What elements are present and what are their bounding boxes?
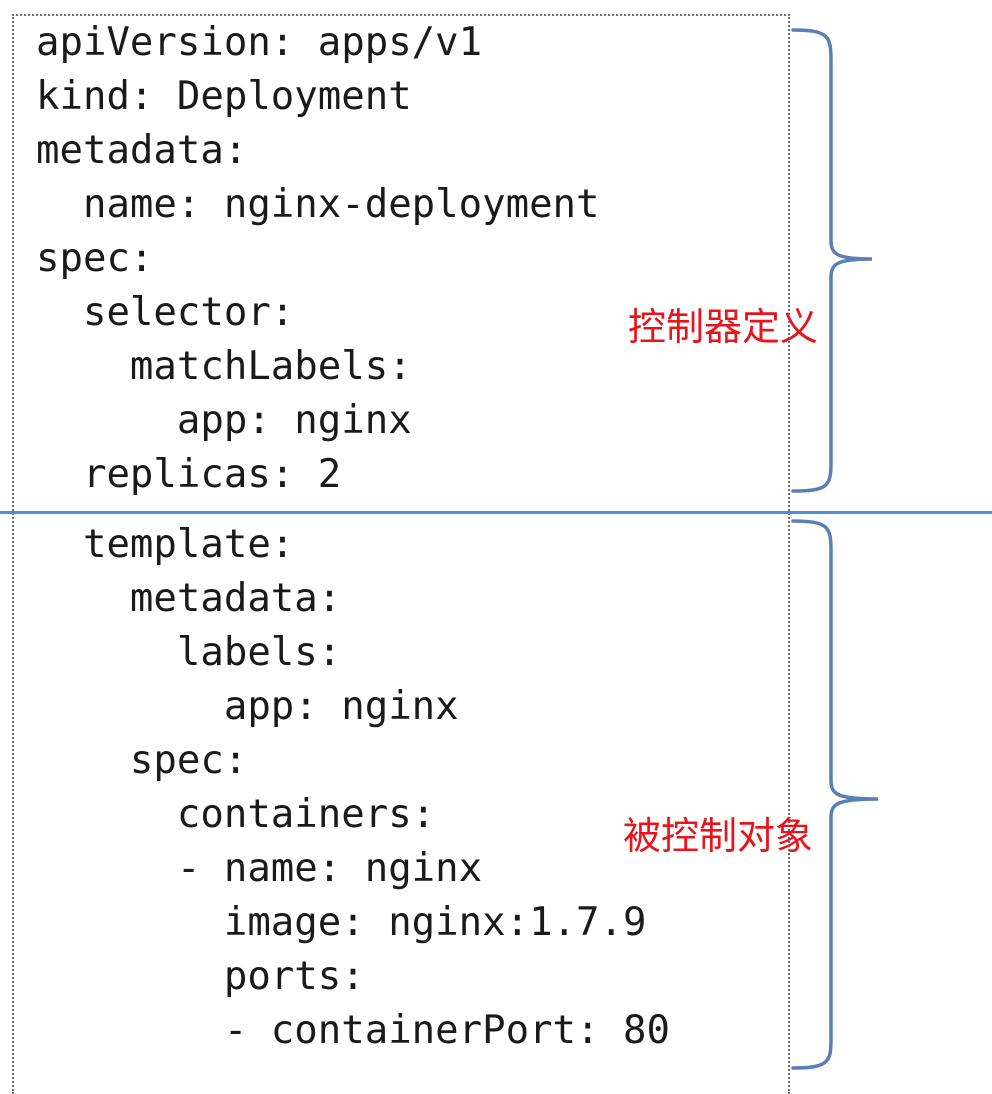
bottom-brace — [791, 519, 879, 1070]
code-line: selector: — [36, 290, 295, 335]
code-line: name: nginx-deployment — [36, 182, 600, 227]
code-line: kind: Deployment — [36, 74, 412, 119]
yaml-code-box: apiVersion: apps/v1 kind: Deployment met… — [12, 14, 790, 1094]
code-line: matchLabels: — [36, 344, 412, 389]
code-line: app: nginx — [36, 398, 412, 443]
code-line: template: — [36, 522, 295, 567]
code-line: containers: — [36, 792, 436, 837]
code-line: replicas: 2 — [36, 452, 342, 497]
section-divider — [0, 511, 992, 514]
top-brace — [791, 28, 873, 493]
code-line: app: nginx — [36, 684, 459, 729]
code-line: - containerPort: 80 — [36, 1008, 670, 1053]
code-line: ports: — [36, 954, 365, 999]
controlled-object-label: 被控制对象 — [623, 814, 814, 858]
code-line: image: nginx:1.7.9 — [36, 900, 647, 945]
code-line: labels: — [36, 630, 342, 675]
code-line: apiVersion: apps/v1 — [36, 20, 483, 65]
code-line: spec: — [36, 738, 248, 783]
controller-definition-label: 控制器定义 — [628, 305, 819, 349]
code-line: spec: — [36, 236, 154, 281]
code-line: metadata: — [36, 128, 248, 173]
code-line: - name: nginx — [36, 846, 483, 891]
code-line: metadata: — [36, 576, 342, 621]
